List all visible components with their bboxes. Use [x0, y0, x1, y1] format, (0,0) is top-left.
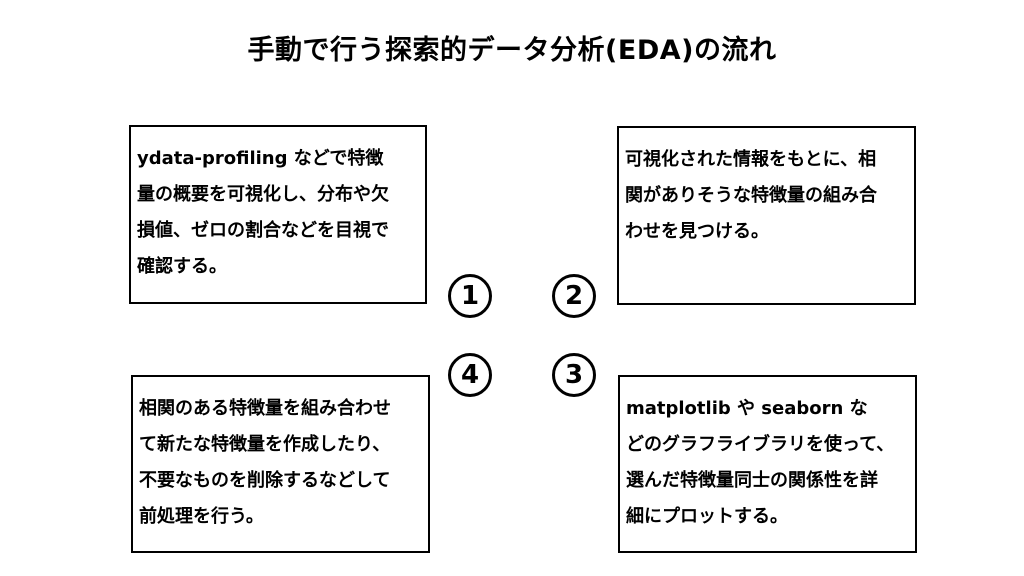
diagram-title: 手動で行う探索的データ分析(EDA)の流れ	[247, 35, 777, 66]
step-1-line-3: 損値、ゼロの割合などを目視で	[137, 220, 389, 241]
step-2-box: 可視化された情報をもとに、相 関がありそうな特徴量の組み合 わせを見つける。	[617, 126, 916, 305]
step-3-line-3: 選んだ特徴量同士の関係性を詳	[626, 470, 878, 491]
step-2-line-1: 可視化された情報をもとに、相	[625, 149, 877, 170]
step-4-line-4: 前処理を行う。	[139, 506, 264, 527]
step-1-number: 1	[448, 274, 492, 318]
step-3-number: 3	[552, 353, 596, 397]
step-2-number: 2	[552, 274, 596, 318]
step-3-line-1: matplotlib や seaborn な	[626, 398, 868, 419]
step-4-line-2: て新たな特徴量を作成したり、	[139, 434, 391, 455]
step-4-line-3: 不要なものを削除するなどして	[139, 470, 391, 491]
step-1-line-4: 確認する。	[137, 256, 227, 277]
step-4-box: 相関のある特徴量を組み合わせ て新たな特徴量を作成したり、 不要なものを削除する…	[131, 375, 430, 553]
step-2-line-2: 関がありそうな特徴量の組み合	[625, 185, 877, 206]
step-4-number: 4	[448, 353, 492, 397]
step-3-line-2: どのグラフライブラリを使って、	[626, 434, 895, 455]
step-4-line-1: 相関のある特徴量を組み合わせ	[139, 398, 391, 419]
step-3-line-4: 細にプロットする。	[626, 506, 788, 527]
step-1-box: ydata-profiling などで特徴 量の概要を可視化し、分布や欠 損値、…	[129, 125, 427, 304]
step-1-line-2: 量の概要を可視化し、分布や欠	[137, 184, 389, 205]
step-2-line-3: わせを見つける。	[625, 221, 769, 242]
step-3-box: matplotlib や seaborn な どのグラフライブラリを使って、 選…	[618, 375, 917, 553]
step-1-line-1: ydata-profiling などで特徴	[137, 148, 384, 169]
